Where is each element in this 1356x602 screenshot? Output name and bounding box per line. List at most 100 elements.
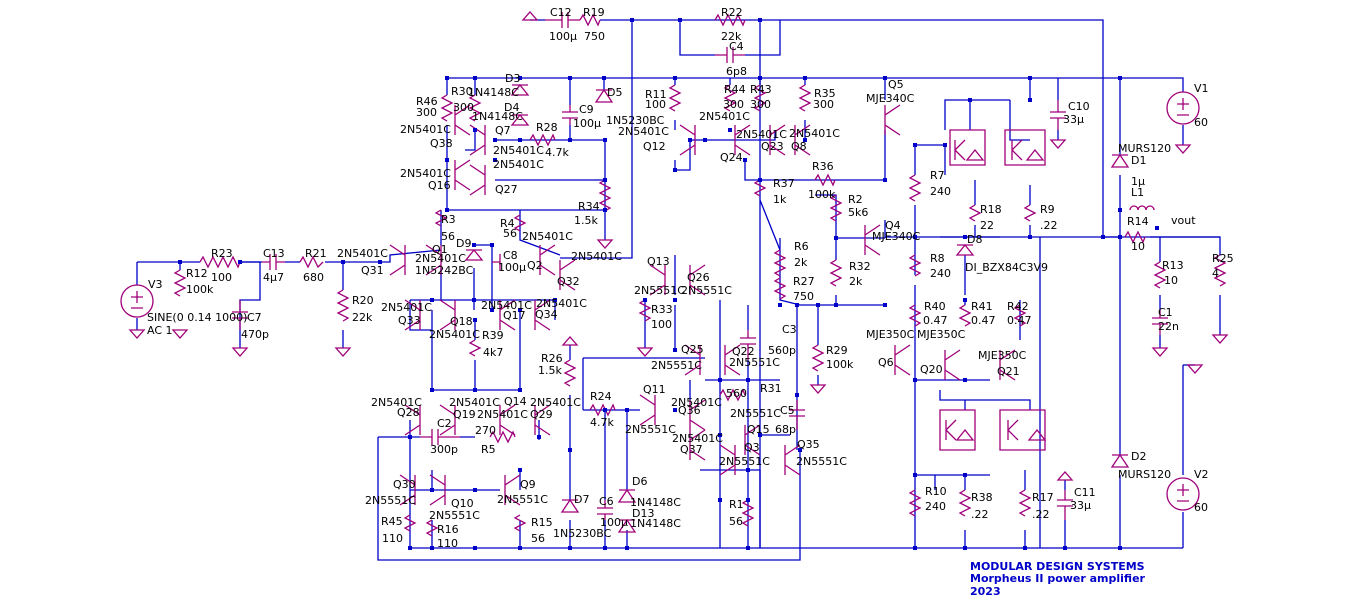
- label-c13v: 4µ7: [263, 271, 284, 284]
- label-r12v: 100k: [186, 283, 214, 296]
- label-q6t: MJE350C: [866, 328, 915, 341]
- label-r4v: 56: [503, 227, 517, 240]
- label-r43: R43: [750, 83, 772, 96]
- label-q10: Q10: [451, 497, 474, 510]
- label-q15t: 2N5551C: [730, 407, 781, 420]
- label-r36v: 100k: [808, 188, 836, 201]
- label-r11v: 100: [645, 98, 666, 111]
- label-c2v: 300p: [430, 443, 458, 456]
- label-q29t: 2N5401C: [530, 396, 581, 409]
- label-r1v: 56: [729, 515, 743, 528]
- label-q9: Q9: [520, 478, 536, 491]
- label-r42: R42: [1007, 300, 1029, 313]
- label-r13: R13: [1162, 259, 1184, 272]
- label-r23: R23: [211, 247, 233, 260]
- label-r5v: 270: [475, 424, 496, 437]
- label-r42v: 0.47: [1007, 314, 1032, 327]
- label-q14t: 2N5401C: [477, 408, 528, 421]
- label-r35v: 300: [813, 98, 834, 111]
- label-q1: Q1: [432, 243, 448, 256]
- label-r37v: 1k: [773, 193, 787, 206]
- label-r10: R10: [925, 485, 947, 498]
- label-c10: C10: [1068, 100, 1090, 113]
- label-r46: R46: [416, 95, 438, 108]
- label-d7: D7: [574, 493, 589, 506]
- label-r9v: .22: [1040, 219, 1058, 232]
- label-q7: Q7: [495, 124, 511, 137]
- label-r22v: 22k: [721, 30, 742, 43]
- label-r8: R8: [930, 252, 945, 265]
- label-d3: D3: [505, 72, 520, 85]
- label-r27: R27: [793, 275, 815, 288]
- label-q8t: 2N5401C: [789, 127, 840, 140]
- label-q26t: 2N5551C: [681, 284, 732, 297]
- label-r16v: 110: [437, 537, 458, 550]
- label-d3t: 1N4148C: [468, 86, 519, 99]
- label-q2n3: 2N5401C: [571, 250, 622, 263]
- label-r20v: 22k: [352, 311, 373, 324]
- label-c5: C5: [780, 404, 795, 417]
- label-c7: C7: [247, 311, 262, 324]
- label-q5: Q5: [888, 78, 904, 91]
- label-c9v: 100µ: [573, 117, 601, 130]
- label-c12v: 100µ: [549, 30, 577, 43]
- label-r34: R34: [578, 200, 600, 213]
- label-v1: V1: [1194, 82, 1209, 95]
- label-q2n1: 2N5401C: [618, 125, 669, 138]
- label-r40v: 0.47: [923, 314, 948, 327]
- label-q18: Q18: [450, 315, 473, 328]
- label-c13: C13: [263, 247, 285, 260]
- label-r39: R39: [482, 329, 504, 342]
- label-r46v: 300: [416, 106, 437, 119]
- label-q24t: 2N5401C: [699, 110, 750, 123]
- label-r2v: 5k6: [848, 206, 868, 219]
- label-d6: D6: [632, 475, 647, 488]
- label-r45v: 110: [382, 532, 403, 545]
- label-q27t: 2N5401C: [493, 158, 544, 171]
- label-r39v: 4k7: [483, 346, 503, 359]
- label-q10t: 2N5551C: [429, 509, 480, 522]
- label-r33: R33: [651, 303, 673, 316]
- label-v3: V3: [148, 278, 163, 291]
- label-c7v: 470p: [241, 328, 269, 341]
- label-c3: C3: [782, 323, 797, 336]
- label-q36t: 2N5401C: [671, 396, 722, 409]
- label-r3v: 56: [441, 230, 455, 243]
- label-ac1: AC 1: [147, 324, 173, 337]
- label-r13v: 10: [1164, 274, 1178, 287]
- label-q27: Q27: [495, 183, 518, 196]
- label-c12: C12: [550, 6, 572, 19]
- label-c1: C1: [1158, 306, 1173, 319]
- label-r26: R26: [541, 352, 563, 365]
- label-r38: R38: [971, 491, 993, 504]
- label-r7: R7: [930, 169, 945, 182]
- label-r4: R4: [500, 217, 515, 230]
- label-v1v: 60: [1194, 116, 1208, 129]
- label-r35: R35: [814, 87, 836, 100]
- label-q25: Q25: [681, 343, 704, 356]
- label-q22: Q22: [732, 345, 755, 358]
- label-q3: Q3: [744, 441, 760, 454]
- label-q14: Q14: [504, 395, 527, 408]
- label-r14: R14: [1127, 215, 1149, 228]
- label-r44: R44: [724, 83, 746, 96]
- label-q18t: 2N5401C: [481, 299, 532, 312]
- label-c1v: 22n: [1158, 320, 1179, 333]
- label-r27v: 750: [793, 290, 814, 303]
- label-r5: R5: [481, 443, 496, 456]
- label-d8: D8: [967, 233, 982, 246]
- label-r41: R41: [971, 300, 993, 313]
- label-c2: C2: [437, 417, 452, 430]
- label-c8v: 100µ: [498, 261, 526, 274]
- label-d13: D13: [632, 507, 654, 520]
- label-d5t: 1N5230BC: [606, 114, 665, 127]
- label-d1t: MURS120: [1118, 142, 1171, 155]
- label-q15: Q15: [747, 423, 770, 436]
- label-q9t: 2N5551C: [497, 493, 548, 506]
- label-r30: R30: [451, 85, 473, 98]
- label-c11v: 33µ: [1070, 499, 1091, 512]
- label-r29v: 100k: [826, 358, 854, 371]
- components: [120, 11, 1229, 537]
- label-r32: R32: [849, 260, 871, 273]
